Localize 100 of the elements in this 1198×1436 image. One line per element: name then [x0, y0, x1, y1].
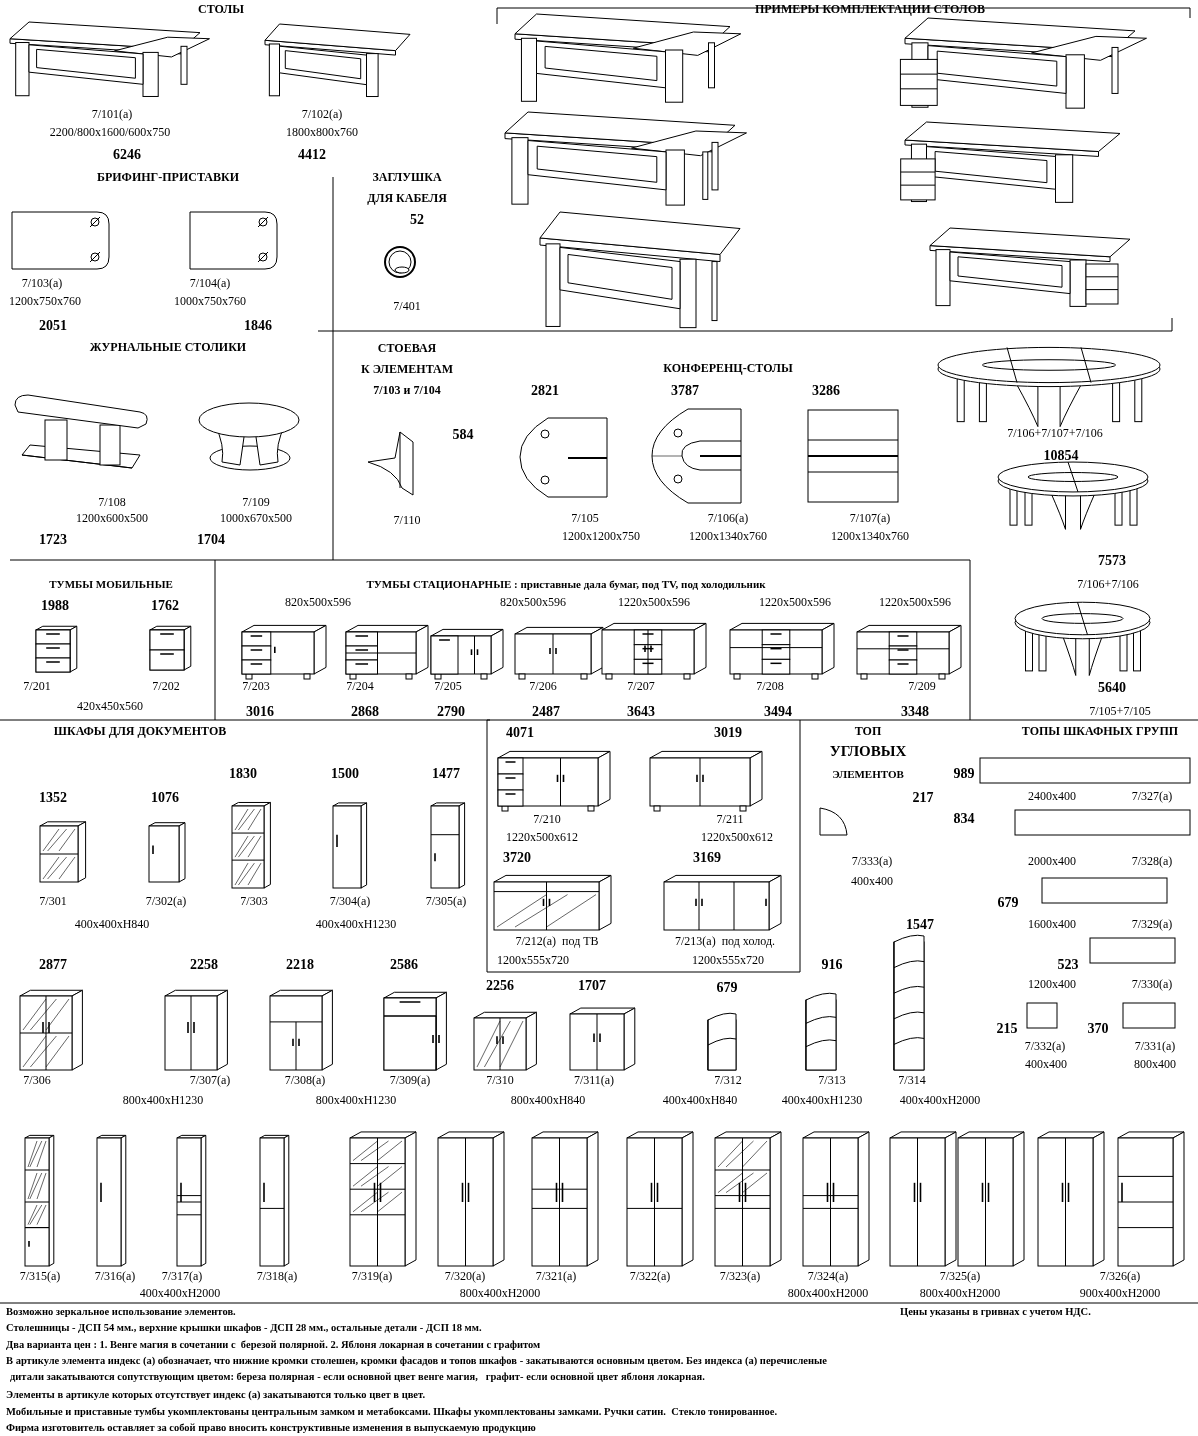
- item-label: 400x400xH840: [74, 918, 150, 932]
- item-label: 7/322(а): [629, 1270, 671, 1284]
- item-label: 7/326(а): [1099, 1270, 1141, 1284]
- section-heading: БРИФИНГ-ПРИСТАВКИ: [97, 171, 239, 185]
- item-label: 7/201: [23, 680, 51, 694]
- item-label: 7/109: [242, 496, 270, 510]
- note-text: дитали закатываются сопутствующим цветом: береза полярная - если основной цвет венге магия, графит- если основной цвет яблоня локарная.: [10, 1371, 705, 1384]
- item-label: 7/327(а): [1131, 790, 1173, 804]
- item-label: 1200x600x500: [76, 512, 148, 526]
- note-text: Цены указаны в гривнах с учетом НДС.: [900, 1306, 1091, 1319]
- price-label: 6246: [113, 147, 141, 164]
- item-label: 7/307(а): [189, 1074, 231, 1088]
- item-label: 420x450x560: [77, 700, 143, 714]
- item-label: 7/325(а): [939, 1270, 981, 1284]
- item-label: 7/308(а): [284, 1074, 326, 1088]
- item-label: 7/313: [818, 1074, 846, 1088]
- item-label: 7/311(а): [573, 1074, 615, 1088]
- section-heading: 7/103 и 7/104: [373, 384, 441, 398]
- price-label: 370: [1087, 1021, 1109, 1038]
- item-label: 7/101(а): [91, 108, 133, 122]
- section-heading: СТОЛЫ: [198, 3, 244, 17]
- section-heading: ТУМБЫ МОБИЛЬНЫЕ: [49, 578, 173, 591]
- note-text: Фирма изготовитель оставляет за собой право вносить конструктивные изменения в выпускаемую продукцию: [6, 1422, 536, 1435]
- section-heading: ТОП: [854, 725, 882, 739]
- item-label: 7/106(а): [707, 512, 749, 526]
- price-label: 679: [997, 895, 1019, 912]
- price-label: 52: [410, 212, 424, 229]
- price-label: 3016: [246, 704, 274, 721]
- item-label: 1220x500x596: [618, 596, 690, 610]
- price-label: 2258: [190, 957, 218, 974]
- price-label: 215: [996, 1021, 1018, 1038]
- item-label: 1220x500x612: [701, 831, 773, 845]
- price-label: 4412: [298, 147, 326, 164]
- section-heading: КОНФЕРЕНЦ-СТОЛЫ: [663, 362, 793, 376]
- item-label: 7/204: [346, 680, 374, 694]
- price-label: 2877: [39, 957, 67, 974]
- item-label: 7/319(а): [351, 1270, 393, 1284]
- price-label: 5640: [1098, 680, 1126, 697]
- item-label: 7/321(а): [535, 1270, 577, 1284]
- price-label: 10854: [1043, 448, 1079, 465]
- price-label: 3494: [764, 704, 792, 721]
- item-label: 400x400xH2000: [899, 1094, 981, 1108]
- item-label: 1200x400: [1028, 978, 1076, 992]
- item-label: 7/301: [39, 895, 67, 909]
- item-label: 400x400: [851, 875, 893, 889]
- item-label: 1800x800x760: [286, 126, 358, 140]
- price-label: 2868: [351, 704, 379, 721]
- price-label: 2256: [486, 978, 514, 995]
- price-label: 523: [1057, 957, 1079, 974]
- section-heading: ПРИМЕРЫ КОМПЛЕКТАЦИИ СТОЛОВ: [754, 3, 986, 17]
- price-label: 2821: [531, 383, 559, 400]
- price-label: 1477: [432, 766, 460, 783]
- section-heading: УГЛОВЫХ: [829, 743, 907, 761]
- item-label: 400x400xH1230: [315, 918, 397, 932]
- price-label: 1762: [151, 598, 179, 615]
- price-label: 1830: [229, 766, 257, 783]
- price-label: 679: [716, 980, 738, 997]
- item-label: 1220x500x612: [506, 831, 578, 845]
- item-label: 7/309(а): [389, 1074, 431, 1088]
- section-heading: ШКАФЫ ДЛЯ ДОКУМЕНТОВ: [53, 725, 227, 739]
- item-label: 7/323(а): [719, 1270, 761, 1284]
- price-label: 2218: [286, 957, 314, 974]
- item-label: 7/305(а): [425, 895, 467, 909]
- item-label: 7/208: [756, 680, 784, 694]
- item-label: 7/205: [434, 680, 462, 694]
- item-label: 800x400xH1230: [315, 1094, 397, 1108]
- price-label: 3169: [693, 850, 721, 867]
- item-label: 7/108: [98, 496, 126, 510]
- note-text: Возможно зеркальное использование элементов.: [6, 1306, 236, 1319]
- item-label: 1200x750x760: [9, 295, 81, 309]
- item-label: 7/202: [152, 680, 180, 694]
- section-heading: ДЛЯ КАБЕЛЯ: [367, 192, 447, 206]
- item-label: 7/211: [716, 813, 744, 827]
- price-label: 584: [452, 427, 474, 444]
- item-label: 7/331(а): [1134, 1040, 1176, 1054]
- item-label: 7/324(а): [807, 1270, 849, 1284]
- section-heading: К ЭЛЕМЕНТАМ: [360, 363, 454, 377]
- item-label: 7/302(а): [145, 895, 187, 909]
- item-label: 1200x1200x750: [562, 530, 640, 544]
- price-label: 3787: [671, 383, 699, 400]
- item-label: 400x400xH1230: [781, 1094, 863, 1108]
- item-label: 800x400xH1230: [122, 1094, 204, 1108]
- item-label: 800x400xH2000: [459, 1287, 541, 1301]
- item-label: 7/330(а): [1131, 978, 1173, 992]
- item-label: 7/314: [898, 1074, 926, 1088]
- price-label: 834: [953, 811, 975, 828]
- price-label: 4071: [506, 725, 534, 742]
- price-label: 989: [953, 766, 975, 783]
- item-label: 7/106+7/106: [1077, 578, 1139, 592]
- item-label: 7/401: [393, 300, 421, 314]
- price-label: 2586: [390, 957, 418, 974]
- price-label: 2487: [532, 704, 560, 721]
- price-label: 1846: [244, 318, 272, 335]
- item-label: 7/207: [627, 680, 655, 694]
- note-text: Мобильные и приставные тумбы укомплектованы центральным замком и метабоксами. Шкафы укомплектованы замками. Ручки сатин. Стекло тонированное.: [6, 1406, 778, 1419]
- item-label: 7/316(а): [94, 1270, 136, 1284]
- item-label: 2400x400: [1028, 790, 1076, 804]
- item-label: 1220x500x596: [879, 596, 951, 610]
- item-label: 7/320(а): [444, 1270, 486, 1284]
- section-heading: СТОЕВАЯ: [377, 342, 437, 356]
